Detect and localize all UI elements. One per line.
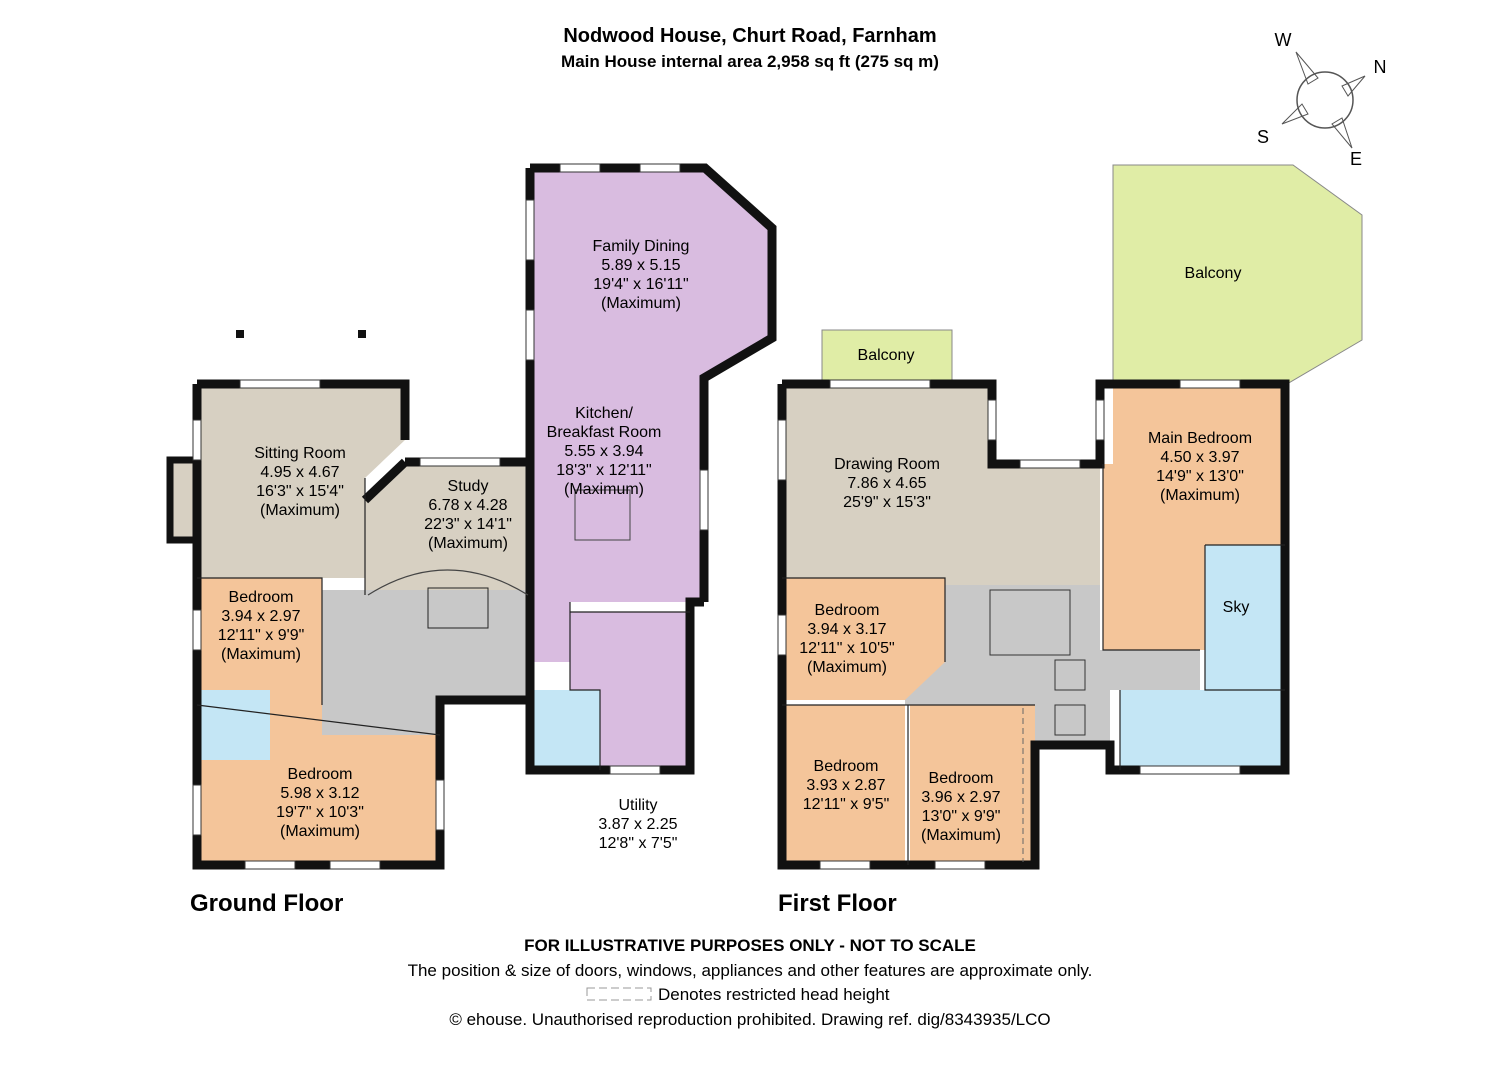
room-label-line: Bedroom bbox=[814, 758, 879, 775]
room-label-line: 3.96 x 2.97 bbox=[921, 789, 1000, 806]
room-label-line: 3.94 x 3.17 bbox=[807, 621, 886, 638]
gf-ensuite-fill bbox=[197, 690, 270, 760]
first-floor-plan bbox=[777, 164, 1363, 870]
room-label-line: 5.98 x 3.12 bbox=[280, 785, 359, 802]
room-label-balcony-small: Balcony bbox=[858, 347, 915, 364]
disclaimer-heading: FOR ILLUSTRATIVE PURPOSES ONLY - NOT TO … bbox=[524, 936, 976, 955]
gf-hall-fill bbox=[322, 590, 530, 735]
room-label-line: 4.50 x 3.97 bbox=[1160, 449, 1239, 466]
compass-south: S bbox=[1257, 127, 1269, 147]
gf-bedroom-large-fill bbox=[197, 705, 440, 865]
room-label-line: Bedroom bbox=[815, 602, 880, 619]
room-labels: Family Dining 5.89 x 5.15 19'4" x 16'11" (M… bbox=[218, 238, 1252, 852]
room-label-gf-bedroom-small: Bedroom 3.94 x 2.97 12'11" x 9'9" (Maximum) bbox=[218, 589, 305, 663]
room-label-line: Sitting Room bbox=[254, 445, 346, 462]
room-label-line: 7.86 x 4.65 bbox=[847, 475, 926, 492]
restricted-height-legend: Denotes restricted head height bbox=[658, 985, 890, 1004]
plan-title: Nodwood House, Churt Road, Farnham bbox=[563, 25, 936, 47]
room-label-line: 12'11" x 9'9" bbox=[218, 627, 305, 644]
room-label-line: (Maximum) bbox=[280, 823, 360, 840]
room-label-line: (Maximum) bbox=[260, 502, 340, 519]
room-label-gf-bedroom-large: Bedroom 5.98 x 3.12 19'7" x 10'3" (Maximum) bbox=[276, 766, 364, 840]
room-label-ff-bedroom-a: Bedroom 3.94 x 3.17 12'11" x 10'5" (Maximum… bbox=[799, 602, 894, 676]
ff-bedroom-b-fill bbox=[782, 705, 905, 865]
room-label-line: 4.95 x 4.67 bbox=[260, 464, 339, 481]
room-label-line: (Maximum) bbox=[807, 659, 887, 676]
ground-floor-plan bbox=[166, 163, 777, 870]
room-study-fill bbox=[365, 462, 530, 595]
ff-bedroom-c-fill bbox=[910, 705, 1035, 865]
room-label-line: Main Bedroom bbox=[1148, 430, 1252, 447]
room-label-line: Bedroom bbox=[229, 589, 294, 606]
room-label-line: 12'8" x 7'5" bbox=[599, 835, 678, 852]
room-label-line: 16'3" x 15'4" bbox=[256, 483, 344, 500]
room-label-line: 19'7" x 10'3" bbox=[276, 804, 364, 821]
room-label-line: 3.94 x 2.97 bbox=[221, 608, 300, 625]
room-label-line: Utility bbox=[618, 797, 657, 814]
compass-east: E bbox=[1350, 149, 1362, 169]
ground-floor-label: Ground Floor bbox=[190, 890, 343, 917]
copyright-text: © ehouse. Unauthorised reproduction proh… bbox=[449, 1010, 1050, 1029]
gf-bedroom-small-fill bbox=[197, 578, 322, 705]
room-label-line: 6.78 x 4.28 bbox=[428, 497, 507, 514]
ff-bathroom-fill bbox=[1120, 690, 1285, 770]
room-label-line: 18'3" x 12'11" bbox=[556, 462, 651, 479]
room-label-sitting: Sitting Room 4.95 x 4.67 16'3" x 15'4" (Max… bbox=[254, 445, 346, 519]
room-label-line: (Maximum) bbox=[601, 295, 681, 312]
room-label-line: (Maximum) bbox=[221, 646, 301, 663]
room-label-line: Balcony bbox=[858, 347, 915, 364]
room-family-dining-fill bbox=[530, 168, 772, 378]
room-kitchen-fill bbox=[530, 378, 704, 662]
room-label-line: (Maximum) bbox=[1160, 487, 1240, 504]
room-label-line: Drawing Room bbox=[834, 456, 940, 473]
room-label-line: 12'11" x 10'5" bbox=[799, 640, 894, 657]
compass-rose-icon bbox=[1281, 51, 1366, 149]
room-label-line: 12'11" x 9'5" bbox=[803, 796, 890, 813]
room-label-ff-bedroom-c: Bedroom 3.96 x 2.97 13'0" x 9'9" (Maximum) bbox=[921, 770, 1001, 844]
room-label-line: 25'9" x 15'3" bbox=[843, 494, 931, 511]
room-label-line: 14'9" x 13'0" bbox=[1156, 468, 1244, 485]
room-label-line: (Maximum) bbox=[921, 827, 1001, 844]
compass-north: N bbox=[1374, 57, 1387, 77]
room-label-kitchen: Kitchen/Breakfast Room 5.55 x 3.94 18'3" x… bbox=[547, 405, 662, 498]
restricted-height-key-icon bbox=[586, 987, 652, 1001]
plan-subtitle: Main House internal area 2,958 sq ft (27… bbox=[561, 52, 939, 71]
room-label-line: 5.89 x 5.15 bbox=[601, 257, 680, 274]
room-label-line: Bedroom bbox=[929, 770, 994, 787]
room-drawing-fill bbox=[782, 384, 1100, 650]
gf-wc-fill bbox=[530, 690, 600, 770]
room-label-line: 19'4" x 16'11" bbox=[593, 276, 688, 293]
ff-bedroom-a-fill bbox=[782, 578, 945, 700]
room-main-bedroom-fill bbox=[1103, 384, 1285, 650]
room-label-line: 5.55 x 3.94 bbox=[564, 443, 643, 460]
compass-west: W bbox=[1275, 30, 1292, 50]
room-label-line: Study bbox=[448, 478, 489, 495]
room-label-family-dining: Family Dining 5.89 x 5.15 19'4" x 16'11" (M… bbox=[593, 238, 690, 312]
room-label-sky: Sky bbox=[1223, 599, 1250, 616]
room-label-utility: Utility 3.87 x 2.25 12'8" x 7'5" bbox=[598, 797, 677, 852]
room-label-line: 3.93 x 2.87 bbox=[806, 777, 885, 794]
room-label-line: (Maximum) bbox=[428, 535, 508, 552]
room-label-line: Sky bbox=[1223, 599, 1250, 616]
room-label-line: Family Dining bbox=[593, 238, 690, 255]
room-label-main-bedroom: Main Bedroom 4.50 x 3.97 14'9" x 13'0" (Max… bbox=[1148, 430, 1252, 504]
room-sitting-fill bbox=[197, 384, 405, 612]
room-label-drawing: Drawing Room 7.86 x 4.65 25'9" x 15'3" bbox=[834, 456, 940, 511]
room-label-study: Study 6.78 x 4.28 22'3" x 14'1" (Maximum) bbox=[424, 478, 512, 552]
room-label-line: 22'3" x 14'1" bbox=[424, 516, 512, 533]
room-label-line: (Maximum) bbox=[564, 481, 644, 498]
room-label-line: Breakfast Room bbox=[547, 424, 662, 441]
room-label-line: 3.87 x 2.25 bbox=[598, 816, 677, 833]
room-label-line: 13'0" x 9'9" bbox=[922, 808, 1001, 825]
first-floor-label: First Floor bbox=[778, 890, 897, 917]
room-label-line: Balcony bbox=[1185, 265, 1242, 282]
room-label-line: Bedroom bbox=[288, 766, 353, 783]
room-label-ff-bedroom-b: Bedroom 3.93 x 2.87 12'11" x 9'5" bbox=[803, 758, 890, 813]
room-label-line: Kitchen/ bbox=[575, 405, 633, 422]
ff-ensuite-fill bbox=[1205, 545, 1285, 690]
room-label-balcony-large: Balcony bbox=[1185, 265, 1242, 282]
disclaimer-text: The position & size of doors, windows, a… bbox=[408, 961, 1093, 980]
